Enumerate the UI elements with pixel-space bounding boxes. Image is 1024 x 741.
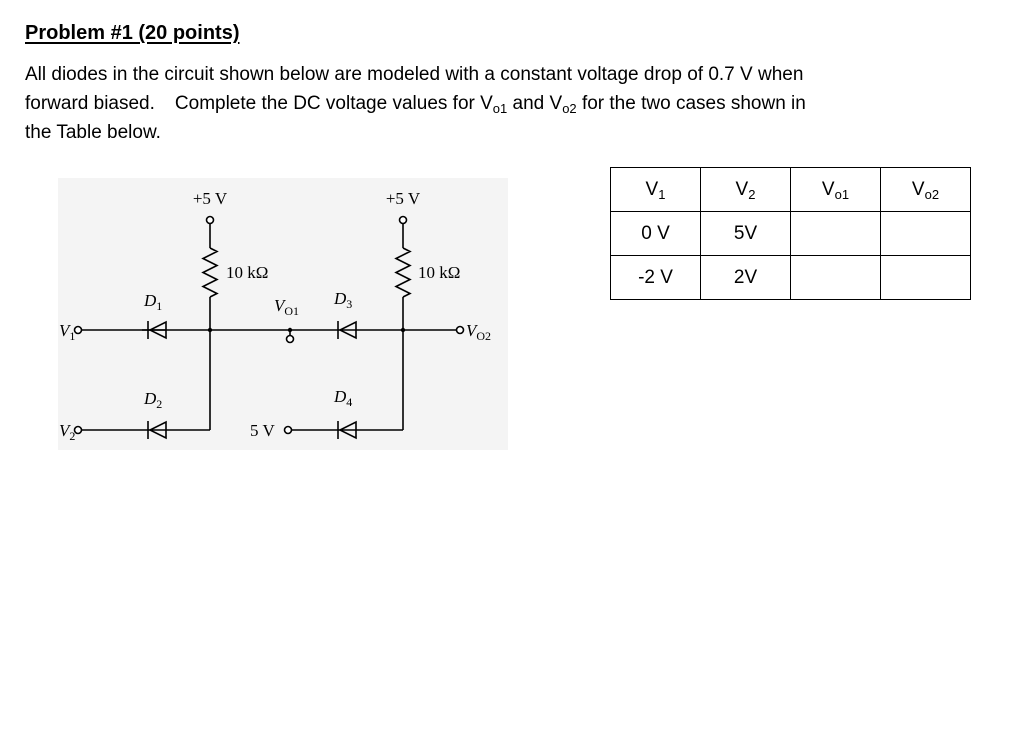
statement-line-3: the Table below. — [25, 122, 161, 143]
vo2-label: VO2 — [466, 321, 491, 343]
supply-terminal-left — [205, 215, 215, 225]
problem-statement: All diodes in the circuit shown below ar… — [25, 60, 985, 147]
diode-d3-symbol — [332, 320, 357, 340]
statement-text: for the two cases shown in — [576, 93, 806, 114]
d3-label: D3 — [333, 289, 352, 311]
diode-d4-symbol — [332, 420, 357, 440]
resistor-left-symbol — [201, 247, 219, 298]
cell-v2: 5V — [700, 211, 791, 256]
cell-v1: 0 V — [610, 211, 701, 256]
v1-terminal — [73, 325, 83, 335]
d2-label: D2 — [143, 389, 162, 411]
statement-subscript: o1 — [492, 101, 508, 116]
statement-text: Complete the DC voltage values for V — [174, 93, 493, 114]
supply-right-label: +5 V — [386, 189, 421, 208]
resistor-right-label: 10 kΩ — [418, 263, 460, 282]
v2-terminal — [73, 425, 83, 435]
supply-terminal-right — [398, 215, 408, 225]
v1-label: V1 — [59, 321, 75, 343]
diode-d2-symbol — [142, 420, 167, 440]
vo1-terminal — [285, 334, 295, 344]
source-5v-label: 5 V — [250, 421, 275, 440]
statement-text: forward biased. — [25, 93, 155, 114]
source-5v-terminal — [283, 425, 293, 435]
diode-d1-symbol — [142, 320, 167, 340]
statement-line-2: forward biased. Complete the DC voltage v… — [25, 89, 985, 118]
vo1-label: VO1 — [274, 296, 299, 318]
cell-v1: -2 V — [610, 255, 701, 300]
junction-dot — [287, 327, 293, 333]
table-row: -2 V 2V — [610, 255, 971, 300]
resistor-left-label: 10 kΩ — [226, 263, 268, 282]
cell-vo2 — [880, 255, 971, 300]
vo2-terminal — [455, 325, 465, 335]
cell-v2: 2V — [700, 255, 791, 300]
v2-label: V2 — [59, 421, 75, 443]
header-v2: V2 — [700, 167, 791, 212]
circuit-schematic: +5 V +5 V 10 kΩ 10 kΩ D1 D2 D3 D4 V1 V2 … — [58, 178, 508, 450]
figure-background — [58, 178, 508, 450]
statement-line-1: All diodes in the circuit shown below ar… — [25, 64, 804, 85]
statement-text: and V — [507, 93, 563, 114]
cell-vo1 — [790, 255, 881, 300]
supply-left-label: +5 V — [193, 189, 228, 208]
cell-vo1 — [790, 211, 881, 256]
problem-title: Problem #1 (20 points) — [25, 22, 240, 44]
statement-subscript: o2 — [562, 101, 577, 116]
cell-vo2 — [880, 211, 971, 256]
resistor-right-symbol — [394, 247, 412, 298]
d4-label: D4 — [333, 387, 352, 409]
junction-dot — [400, 327, 406, 333]
header-v1: V1 — [610, 167, 701, 212]
junction-dot — [207, 327, 213, 333]
header-vo1: Vo1 — [790, 167, 881, 212]
table-row: 0 V 5V — [610, 211, 971, 256]
d1-label: D1 — [143, 291, 162, 313]
table-header-row: V1 V2 Vo1 Vo2 — [610, 167, 971, 212]
voltage-table: V1 V2 Vo1 Vo2 0 V 5V -2 V 2V — [610, 167, 971, 300]
circuit-diagram: +5 V +5 V 10 kΩ 10 kΩ D1 D2 D3 D4 V1 V2 … — [58, 178, 508, 450]
header-vo2: Vo2 — [880, 167, 971, 212]
